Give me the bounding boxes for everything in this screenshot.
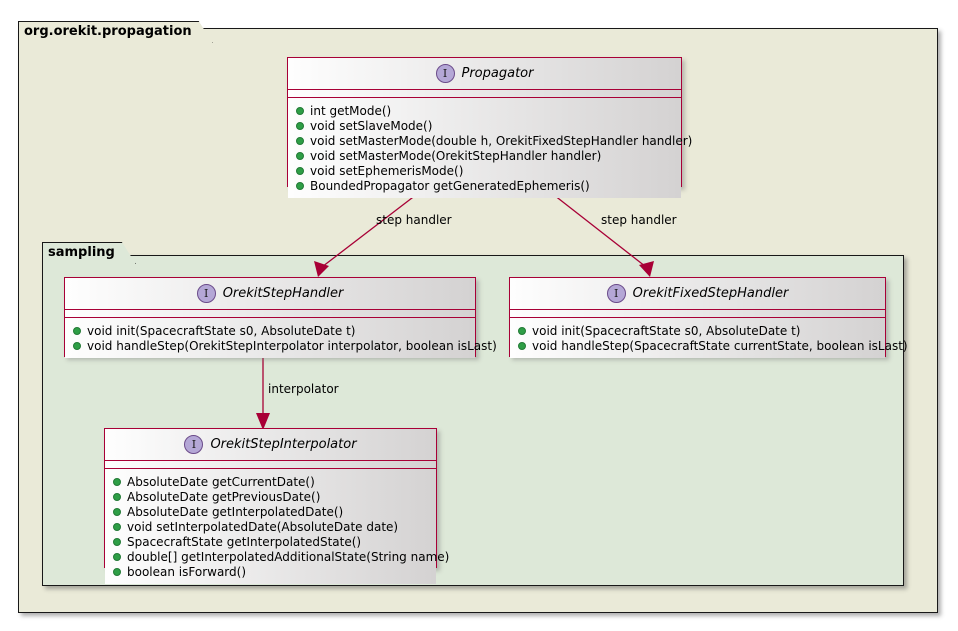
method-signature: AbsoluteDate getInterpolatedDate(): [127, 504, 344, 519]
method-row: boolean isForward(): [105, 564, 436, 579]
method-row: BoundedPropagator getGeneratedEphemeris(…: [288, 178, 681, 193]
class-attributes-compartment-orekit-step-handler: [65, 310, 475, 318]
class-header-orekit-step-handler: I OrekitStepHandler: [65, 278, 475, 310]
public-visibility-icon: [518, 326, 526, 335]
package-label-inner: sampling: [48, 245, 115, 260]
method-row: void init(SpacecraftState s0, AbsoluteDa…: [65, 323, 475, 338]
class-name-orekit-step-interpolator: OrekitStepInterpolator: [210, 437, 357, 452]
method-signature: void setEphemerisMode(): [310, 163, 464, 178]
method-signature: boolean isForward(): [127, 564, 246, 579]
public-visibility-icon: [113, 492, 121, 501]
method-row: AbsoluteDate getInterpolatedDate(): [105, 504, 436, 519]
method-row: void handleStep(OrekitStepInterpolator i…: [65, 338, 497, 353]
public-visibility-icon: [296, 121, 304, 130]
class-attributes-compartment-orekit-step-interpolator: [105, 461, 436, 469]
public-visibility-icon: [73, 341, 81, 350]
edge-label-step-handler-right: step handler: [601, 213, 677, 227]
class-attributes-compartment-propagator: [288, 90, 681, 98]
public-visibility-icon: [113, 507, 121, 516]
public-visibility-icon: [518, 341, 526, 350]
method-row: void init(SpacecraftState s0, AbsoluteDa…: [510, 323, 885, 338]
method-row: void setInterpolatedDate(AbsoluteDate da…: [105, 519, 436, 534]
method-row: void setEphemerisMode(): [288, 163, 681, 178]
public-visibility-icon: [296, 136, 304, 145]
class-attributes-compartment-orekit-fixed-step-handler: [510, 310, 885, 318]
method-signature: void setMasterMode(double h, OrekitFixed…: [310, 133, 693, 148]
interface-icon: I: [196, 284, 216, 303]
public-visibility-icon: [113, 522, 121, 531]
class-methods-compartment-orekit-fixed-step-handler: void init(SpacecraftState s0, AbsoluteDa…: [510, 318, 908, 358]
method-row: SpacecraftState getInterpolatedState(): [105, 534, 436, 549]
method-row: void setMasterMode(OrekitStepHandler han…: [288, 148, 681, 163]
package-tab-org-orekit-propagation: org.orekit.propagation: [18, 21, 213, 43]
method-signature: double[] getInterpolatedAdditionalState(…: [127, 549, 450, 564]
method-row: void handleStep(SpacecraftState currentS…: [510, 338, 908, 353]
method-row: AbsoluteDate getPreviousDate(): [105, 489, 436, 504]
interface-icon: I: [184, 435, 204, 454]
method-signature: AbsoluteDate getCurrentDate(): [127, 474, 315, 489]
class-name-orekit-fixed-step-handler: OrekitFixedStepHandler: [632, 286, 789, 301]
class-methods-compartment-orekit-step-interpolator: AbsoluteDate getCurrentDate() AbsoluteDa…: [105, 469, 449, 584]
method-row: int getMode(): [288, 103, 681, 118]
public-visibility-icon: [73, 326, 81, 335]
class-name-propagator: Propagator: [461, 66, 534, 81]
method-signature: void handleStep(OrekitStepInterpolator i…: [87, 338, 497, 353]
method-signature: void setInterpolatedDate(AbsoluteDate da…: [127, 519, 399, 534]
public-visibility-icon: [113, 552, 121, 561]
public-visibility-icon: [296, 151, 304, 160]
method-row: void setMasterMode(double h, OrekitFixed…: [288, 133, 692, 148]
edge-label-interpolator: interpolator: [268, 382, 339, 396]
method-signature: AbsoluteDate getPreviousDate(): [127, 489, 321, 504]
interface-icon: I: [606, 284, 626, 303]
class-header-propagator: I Propagator: [288, 58, 681, 90]
class-box-orekit-step-handler[interactable]: I OrekitStepHandler void init(Spacecraft…: [64, 277, 497, 358]
method-signature: void init(SpacecraftState s0, AbsoluteDa…: [532, 323, 801, 338]
method-signature: int getMode(): [310, 103, 392, 118]
method-signature: SpacecraftState getInterpolatedState(): [127, 534, 362, 549]
class-box-orekit-step-interpolator[interactable]: I OrekitStepInterpolator AbsoluteDate ge…: [104, 428, 449, 584]
public-visibility-icon: [296, 106, 304, 115]
public-visibility-icon: [113, 477, 121, 486]
public-visibility-icon: [113, 567, 121, 576]
edge-label-step-handler-left: step handler: [376, 213, 452, 227]
method-signature: void setMasterMode(OrekitStepHandler han…: [310, 148, 602, 163]
class-box-orekit-fixed-step-handler[interactable]: I OrekitFixedStepHandler void init(Space…: [509, 277, 908, 358]
public-visibility-icon: [113, 537, 121, 546]
method-signature: BoundedPropagator getGeneratedEphemeris(…: [310, 178, 590, 193]
class-methods-compartment-propagator: int getMode() void setSlaveMode() void s…: [288, 98, 692, 198]
method-signature: void handleStep(SpacecraftState currentS…: [532, 338, 908, 353]
method-signature: void init(SpacecraftState s0, AbsoluteDa…: [87, 323, 356, 338]
public-visibility-icon: [296, 166, 304, 175]
class-header-orekit-step-interpolator: I OrekitStepInterpolator: [105, 429, 436, 461]
method-row: double[] getInterpolatedAdditionalState(…: [105, 549, 449, 564]
public-visibility-icon: [296, 181, 304, 190]
method-row: void setSlaveMode(): [288, 118, 681, 133]
package-tab-sampling: sampling: [42, 242, 136, 264]
method-signature: void setSlaveMode(): [310, 118, 433, 133]
class-header-orekit-fixed-step-handler: I OrekitFixedStepHandler: [510, 278, 885, 310]
method-row: AbsoluteDate getCurrentDate(): [105, 474, 436, 489]
package-label-outer: org.orekit.propagation: [24, 24, 192, 39]
class-methods-compartment-orekit-step-handler: void init(SpacecraftState s0, AbsoluteDa…: [65, 318, 497, 358]
class-box-propagator[interactable]: I Propagator int getMode() void setSlave…: [287, 57, 692, 198]
interface-icon: I: [435, 64, 455, 83]
class-name-orekit-step-handler: OrekitStepHandler: [222, 286, 344, 301]
